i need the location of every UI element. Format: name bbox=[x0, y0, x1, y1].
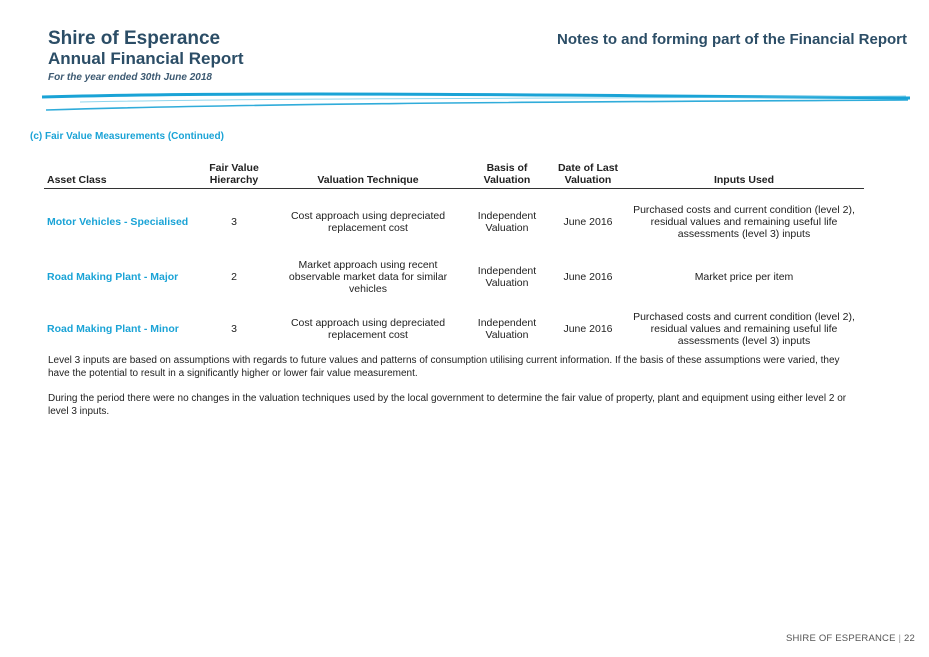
hierarchy-cell: 2 bbox=[231, 271, 237, 283]
column-header-date-of-last-valuation: Date of Last Valuation bbox=[552, 160, 624, 189]
column-header-basis-of-valuation: Basis of Valuation bbox=[462, 160, 552, 189]
valuation-technique-cell: Cost approach using depreciated replacem… bbox=[290, 210, 446, 234]
valuation-technique-changes-note: During the period there were no changes … bbox=[48, 393, 847, 417]
column-header-valuation-technique: Valuation Technique bbox=[274, 160, 462, 189]
table-row: Motor Vehicles - Specialised 3 Cost appr… bbox=[44, 189, 864, 252]
valuation-date-cell: June 2016 bbox=[563, 216, 613, 228]
inputs-used-cell: Purchased costs and current condition (l… bbox=[633, 311, 855, 347]
table-header-row: Asset Class Fair Value Hierarchy Valuati… bbox=[44, 160, 864, 189]
valuation-date-cell: June 2016 bbox=[563, 271, 613, 283]
page-footer: SHIRE OF ESPERANCE | 22 bbox=[786, 633, 915, 644]
page-number: 22 bbox=[904, 633, 915, 644]
column-header-inputs-used: Inputs Used bbox=[624, 160, 864, 189]
footer-separator: | bbox=[898, 633, 902, 644]
valuation-date-cell: June 2016 bbox=[563, 323, 613, 335]
basis-of-valuation-cell: Independent Valuation bbox=[477, 265, 537, 289]
section-title: (c) Fair Value Measurements (Continued) bbox=[30, 131, 224, 142]
table-row: Road Making Plant - Minor 3 Cost approac… bbox=[44, 303, 864, 355]
valuation-technique-cell: Market approach using recent observable … bbox=[288, 259, 448, 295]
organisation-name: Shire of Esperance bbox=[48, 28, 221, 49]
level-3-inputs-note: Level 3 inputs are based on assumptions … bbox=[48, 355, 840, 379]
asset-class-cell: Road Making Plant - Minor bbox=[47, 323, 179, 335]
footer-organisation: SHIRE OF ESPERANCE bbox=[785, 633, 896, 644]
basis-of-valuation-cell: Independent Valuation bbox=[477, 317, 537, 341]
column-header-fair-value-hierarchy: Fair Value Hierarchy bbox=[194, 160, 274, 189]
reporting-period: For the year ended 30th June 2018 bbox=[48, 72, 212, 83]
hierarchy-cell: 3 bbox=[231, 323, 237, 335]
section-heading: Notes to and forming part of the Financi… bbox=[556, 31, 907, 48]
inputs-used-cell: Market price per item bbox=[694, 271, 794, 283]
fair-value-table: Asset Class Fair Value Hierarchy Valuati… bbox=[44, 160, 864, 355]
basis-of-valuation-cell: Independent Valuation bbox=[477, 210, 537, 234]
hierarchy-cell: 3 bbox=[231, 216, 237, 228]
table-row: Road Making Plant - Major 2 Market appro… bbox=[44, 251, 864, 303]
asset-class-cell: Road Making Plant - Major bbox=[47, 271, 179, 283]
document-header: Shire of Esperance Annual Financial Repo… bbox=[48, 28, 244, 83]
report-title: Annual Financial Report bbox=[48, 49, 244, 68]
asset-class-cell: Motor Vehicles - Specialised bbox=[47, 216, 189, 228]
header-swoosh-divider bbox=[41, 92, 911, 111]
column-header-asset-class: Asset Class bbox=[44, 160, 194, 189]
inputs-used-cell: Purchased costs and current condition (l… bbox=[633, 204, 855, 240]
valuation-technique-cell: Cost approach using depreciated replacem… bbox=[290, 317, 446, 341]
